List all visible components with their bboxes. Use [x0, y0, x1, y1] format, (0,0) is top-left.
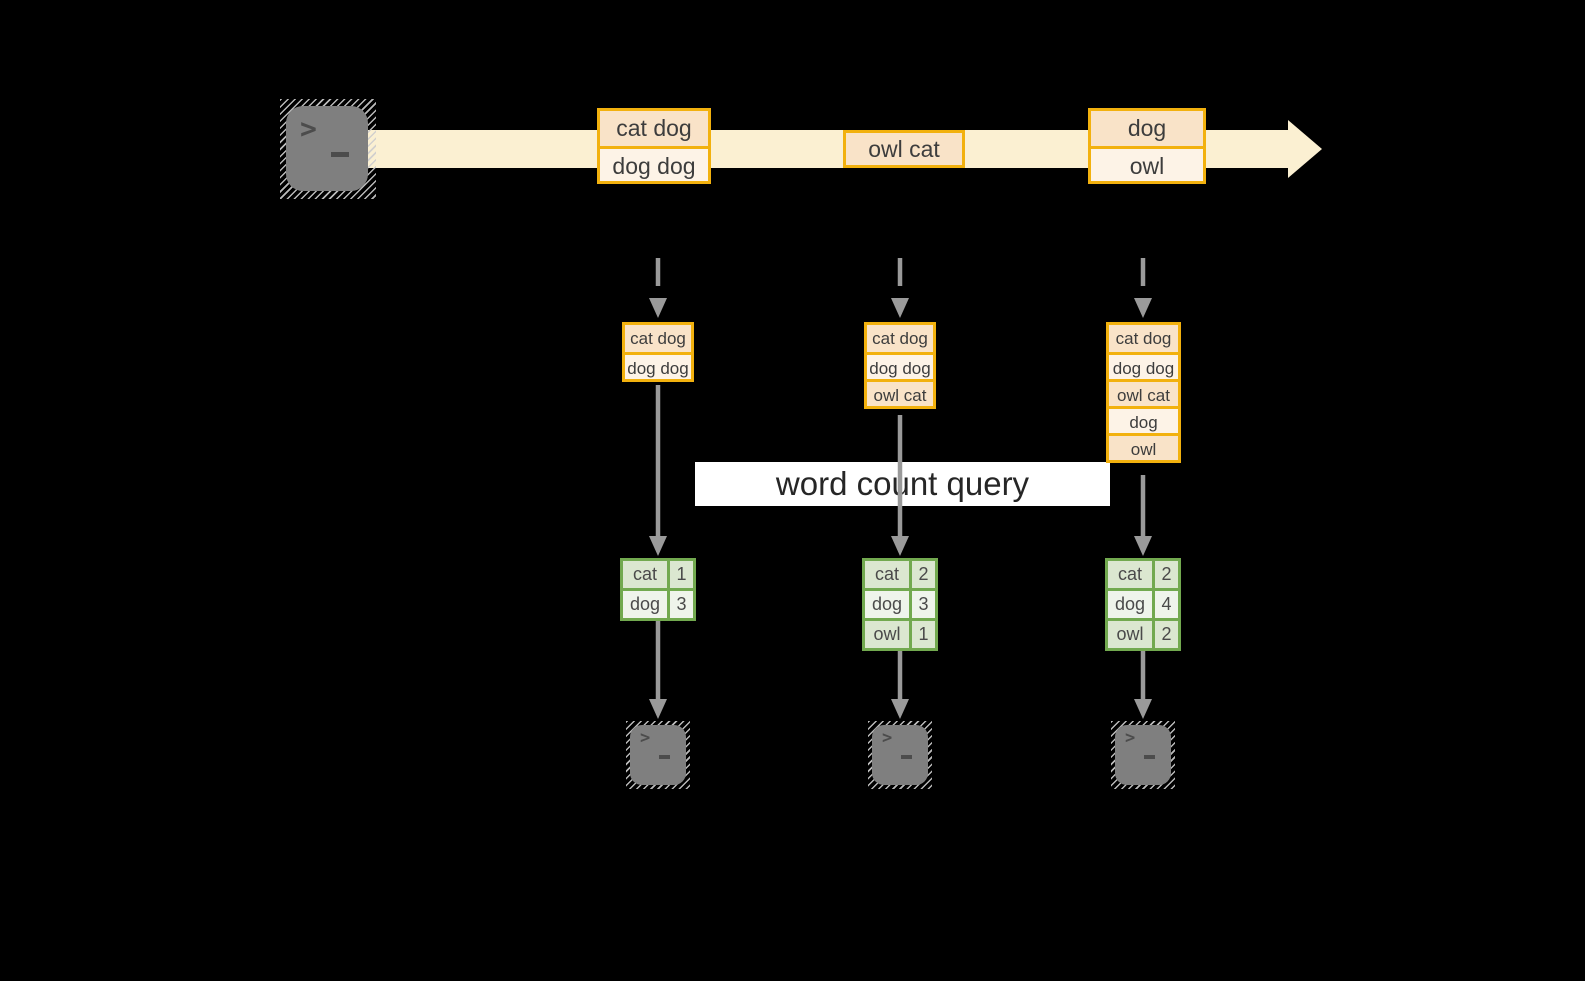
result-row: owl 1	[865, 618, 935, 648]
output-terminal-icon-1: >	[626, 721, 690, 789]
result-row: dog 3	[865, 588, 935, 618]
result-word-cell: cat	[1108, 561, 1152, 588]
stream-event-box-1: cat dog dog dog	[597, 108, 711, 184]
event-cell: dog dog	[600, 146, 708, 181]
event-cell: owl cat	[846, 133, 962, 165]
output-terminal-icon-3: >	[1111, 721, 1175, 789]
input-batch-table-3: cat dog dog dog owl cat dog owl	[1106, 322, 1181, 463]
stream-timeline-arrowhead-icon	[1288, 120, 1322, 178]
result-count-cell: 3	[909, 591, 935, 618]
result-count-cell: 2	[1152, 561, 1178, 588]
result-word-cell: owl	[865, 621, 909, 648]
query-arrow-icon-3	[1134, 475, 1152, 556]
result-word-cell: dog	[1108, 591, 1152, 618]
dashed-arrow-icon-2	[891, 258, 909, 318]
terminal-screen: >	[286, 106, 368, 191]
batch-row: dog dog	[625, 352, 691, 379]
prompt-cursor-icon	[331, 152, 349, 157]
terminal-screen: >	[630, 725, 686, 785]
batch-row: owl	[1109, 433, 1178, 460]
terminal-screen: >	[1115, 725, 1171, 785]
result-row: cat 2	[1108, 561, 1178, 588]
output-terminal-icon-2: >	[868, 721, 932, 789]
dashed-arrow-icon-3	[1134, 258, 1152, 318]
result-row: owl 2	[1108, 618, 1178, 648]
result-word-cell: cat	[865, 561, 909, 588]
result-word-cell: cat	[623, 561, 667, 588]
input-batch-table-2: cat dog dog dog owl cat	[864, 322, 936, 409]
input-terminal-icon: >	[280, 99, 376, 199]
stream-event-box-2: owl cat	[843, 130, 965, 168]
dashed-arrow-icon-1	[649, 258, 667, 318]
result-word-cell: dog	[623, 591, 667, 618]
result-count-cell: 4	[1152, 591, 1178, 618]
batch-row: cat dog	[1109, 325, 1178, 352]
prompt-chevron-icon: >	[1125, 728, 1136, 748]
output-arrow-icon-3	[1134, 651, 1152, 719]
result-table-3: cat 2 dog 4 owl 2	[1105, 558, 1181, 651]
query-arrow-icon-2	[891, 415, 909, 556]
batch-row: dog	[1109, 406, 1178, 433]
result-count-cell: 2	[1152, 621, 1178, 648]
event-cell: cat dog	[600, 111, 708, 146]
wordcount-query-label: word count query	[775, 465, 1030, 502]
result-row: cat 2	[865, 561, 935, 588]
prompt-chevron-icon: >	[300, 112, 317, 145]
batch-row: owl cat	[867, 379, 933, 406]
result-count-cell: 1	[909, 621, 935, 648]
input-batch-table-1: cat dog dog dog	[622, 322, 694, 382]
prompt-cursor-icon	[901, 755, 912, 759]
prompt-chevron-icon: >	[882, 728, 893, 748]
query-arrow-icon-1	[649, 385, 667, 556]
result-table-2: cat 2 dog 3 owl 1	[862, 558, 938, 651]
output-arrow-icon-2	[891, 651, 909, 719]
stream-event-box-3: dog owl	[1088, 108, 1206, 184]
wordcount-query-banner: word count query	[695, 462, 1110, 506]
output-arrow-icon-1	[649, 621, 667, 719]
batch-row: cat dog	[867, 325, 933, 352]
prompt-cursor-icon	[1144, 755, 1155, 759]
event-cell: owl	[1091, 146, 1203, 181]
result-count-cell: 2	[909, 561, 935, 588]
batch-row: cat dog	[625, 325, 691, 352]
result-word-cell: dog	[865, 591, 909, 618]
result-row: dog 4	[1108, 588, 1178, 618]
prompt-cursor-icon	[659, 755, 670, 759]
result-row: dog 3	[623, 588, 693, 618]
event-cell: dog	[1091, 111, 1203, 146]
result-row: cat 1	[623, 561, 693, 588]
terminal-screen: >	[872, 725, 928, 785]
result-word-cell: owl	[1108, 621, 1152, 648]
batch-row: dog dog	[867, 352, 933, 379]
prompt-chevron-icon: >	[640, 728, 651, 748]
batch-row: dog dog	[1109, 352, 1178, 379]
batch-row: owl cat	[1109, 379, 1178, 406]
result-count-cell: 1	[667, 561, 693, 588]
result-count-cell: 3	[667, 591, 693, 618]
result-table-1: cat 1 dog 3	[620, 558, 696, 621]
